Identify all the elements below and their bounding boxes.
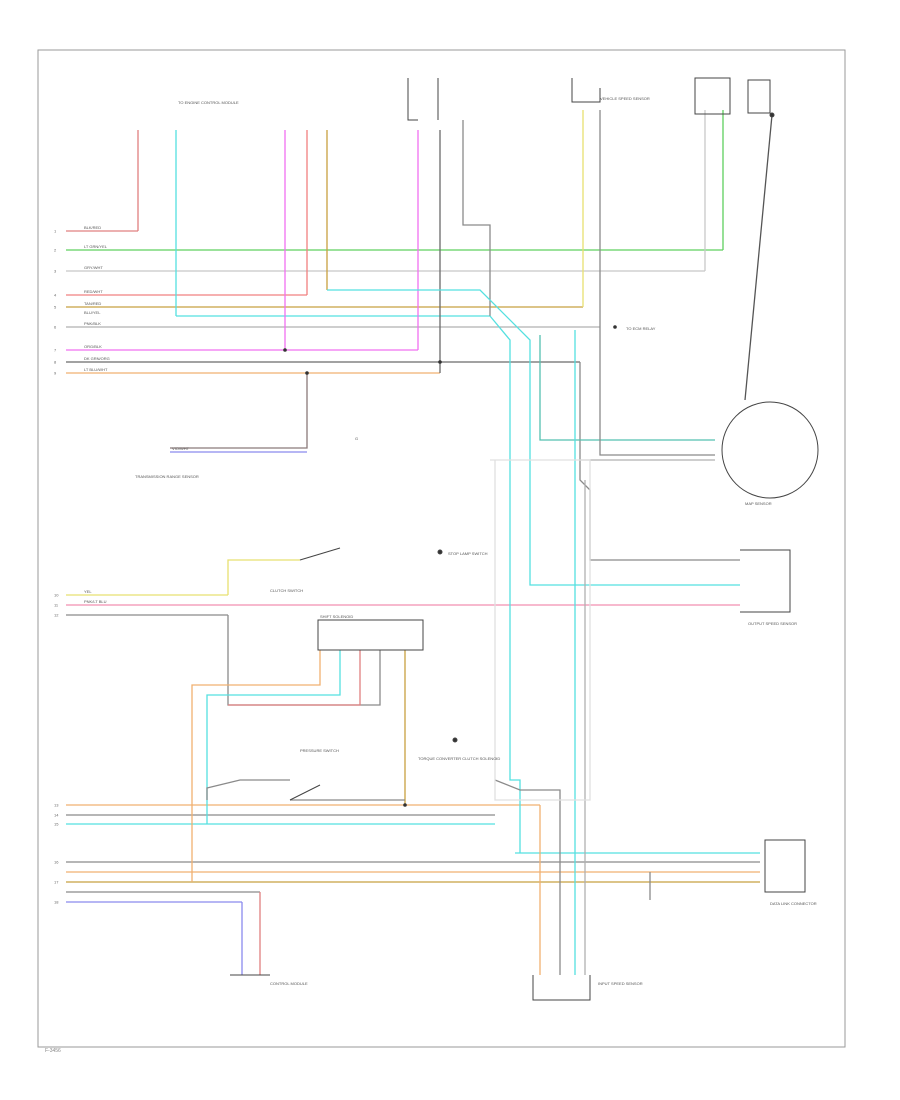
ground-symbol-2: [437, 549, 443, 555]
wire-code-label: BLU/YEL: [84, 310, 101, 315]
wire-code-label: LT GRN/YEL: [84, 244, 108, 249]
pin-number: 14: [54, 813, 59, 818]
wire-org-v8: [191, 650, 321, 882]
wire-code-label: RED/WHT: [84, 289, 103, 294]
horizontal-wire-bus: [66, 230, 760, 903]
splice-dot: [283, 348, 287, 352]
wire-gry-v7: [227, 615, 381, 706]
label-control-module: CONTROL MODULE: [270, 981, 308, 986]
wire-code-label: VIO/WHT: [172, 446, 190, 451]
pin-number: 4: [54, 293, 57, 298]
wire-yel-v2: [227, 559, 300, 595]
label-input-sensor: INPUT SPEED SENSOR: [598, 981, 643, 986]
wire-gry-v5: [494, 779, 561, 975]
wire-gry-v3: [599, 327, 715, 456]
wire-red-v2: [170, 373, 308, 449]
label-clutch-switch: CLUTCH SWITCH: [270, 588, 303, 593]
label-ground: G: [355, 436, 358, 441]
label-brake-switch: STOP LAMP SWITCH: [448, 551, 488, 556]
wire-ltblu-v8: [206, 650, 341, 824]
connector-top-right3: [747, 79, 771, 114]
ground-symbol-1: [452, 737, 458, 743]
connector-top-mid: [407, 78, 418, 121]
splice-points: [283, 325, 617, 807]
label-shift-solenoid: SHIFT SOLENOID: [320, 614, 353, 619]
label-speed-sensor: VEHICLE SPEED SENSOR: [600, 96, 650, 101]
pin-number: 10: [54, 593, 59, 598]
pin-number: 11: [54, 603, 59, 608]
pin-number: 13: [54, 803, 59, 808]
pin-number: 2: [54, 248, 57, 253]
wire-ltblu-diag: [327, 289, 740, 586]
pin-number: 5: [54, 305, 57, 310]
footer-code: F-3456: [45, 1048, 61, 1054]
wire-code-label: LT BLU/WHT: [84, 367, 108, 372]
pin-number: 1: [54, 229, 57, 234]
components: [230, 77, 819, 1001]
switch-contact2: [289, 784, 321, 801]
splice-dot: [403, 803, 407, 807]
connector-top-right1: [571, 78, 601, 103]
output-sensor-bracket: [740, 549, 791, 613]
wire-shadow-box: [490, 459, 591, 801]
control-module-box: [317, 619, 424, 651]
label-map-sensor: MAP SENSOR: [745, 501, 772, 506]
wire-code-label: PNK/LT BLU: [84, 599, 107, 604]
splice-dot: [613, 325, 617, 329]
label-harness-top-left: TO ENGINE CONTROL MODULE: [178, 100, 239, 105]
data-link-box: [764, 839, 806, 893]
pin-number: 9: [54, 371, 57, 376]
wire-ltblu-long: [489, 315, 521, 853]
wire-code-label: PNK/BLK: [84, 321, 101, 326]
pin-number: 6: [54, 325, 57, 330]
wire-code-label: TAN/RED: [84, 301, 101, 306]
wire-ltgrn-v3: [539, 335, 715, 441]
pin-number: 16: [54, 860, 59, 865]
pin-number: 12: [54, 613, 59, 618]
wire-code-label: ORG/BLK: [84, 344, 102, 349]
wire-blk-ground: [744, 114, 773, 401]
pin-number: 15: [54, 822, 59, 827]
sensor-round: [721, 401, 819, 499]
switch-contact: [299, 547, 341, 561]
splice-dot: [305, 371, 309, 375]
pin-number: 18: [54, 900, 59, 905]
wire-code-label: BLK/RED: [84, 225, 101, 230]
label-transmission: TRANSMISSION RANGE SENSOR: [135, 474, 199, 479]
wire-red-v7: [228, 650, 361, 706]
label-output-sensor: OUTPUT SPEED SENSOR: [748, 621, 797, 626]
label-torque-converter: TORQUE CONVERTER CLUTCH SOLENOID: [418, 756, 500, 761]
pin-number: 3: [54, 269, 57, 274]
diagram-border: [37, 49, 846, 1048]
label-data-link: DATA LINK CONNECTOR: [770, 901, 817, 906]
label-pressure-switch: PRESSURE SWITCH: [300, 748, 339, 753]
pin-number: 17: [54, 880, 59, 885]
wire-code-label: DK GRN/ORG: [84, 356, 110, 361]
connector-top-right2: [694, 77, 731, 115]
vertical-wire-drops: [137, 110, 773, 975]
label-ecm-relay: TO ECM RELAY: [626, 326, 656, 331]
input-sensor-bracket: [532, 975, 591, 1001]
wire-gry-long: [579, 362, 740, 561]
pin-number: 7: [54, 348, 57, 353]
pin-number: 8: [54, 360, 57, 365]
splice-dot: [438, 360, 442, 364]
wire-code-label: GRY/WHT: [84, 265, 103, 270]
wire-gry-v11: [206, 779, 290, 800]
wire-gry-v1: [462, 120, 491, 316]
ground-point: [769, 112, 775, 118]
wire-code-label: YEL: [84, 589, 92, 594]
